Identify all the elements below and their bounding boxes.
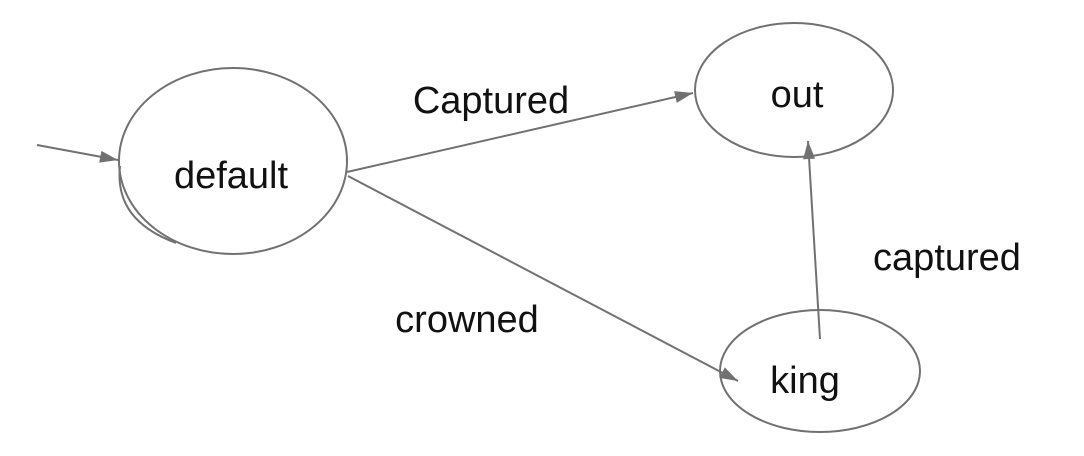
state-default-label: default: [174, 155, 289, 197]
state-out-label: out: [771, 74, 824, 116]
initial-state-arrow: [36, 144, 119, 163]
transition-default-to-king-arrow: [347, 175, 739, 382]
transition-default-to-out-label: Captured: [413, 80, 569, 122]
transition-king-to-out-arrow: [803, 140, 821, 340]
state-default-node: [118, 67, 348, 255]
transition-default-to-king-label: crowned: [395, 299, 539, 341]
state-king-node: [719, 309, 921, 433]
state-king-label: king: [770, 360, 840, 402]
state-out-node: [694, 22, 894, 158]
default-self-loop-arc: [118, 165, 177, 244]
transition-king-to-out-label: captured: [873, 237, 1021, 279]
transition-default-to-out-arrow: [346, 91, 694, 173]
